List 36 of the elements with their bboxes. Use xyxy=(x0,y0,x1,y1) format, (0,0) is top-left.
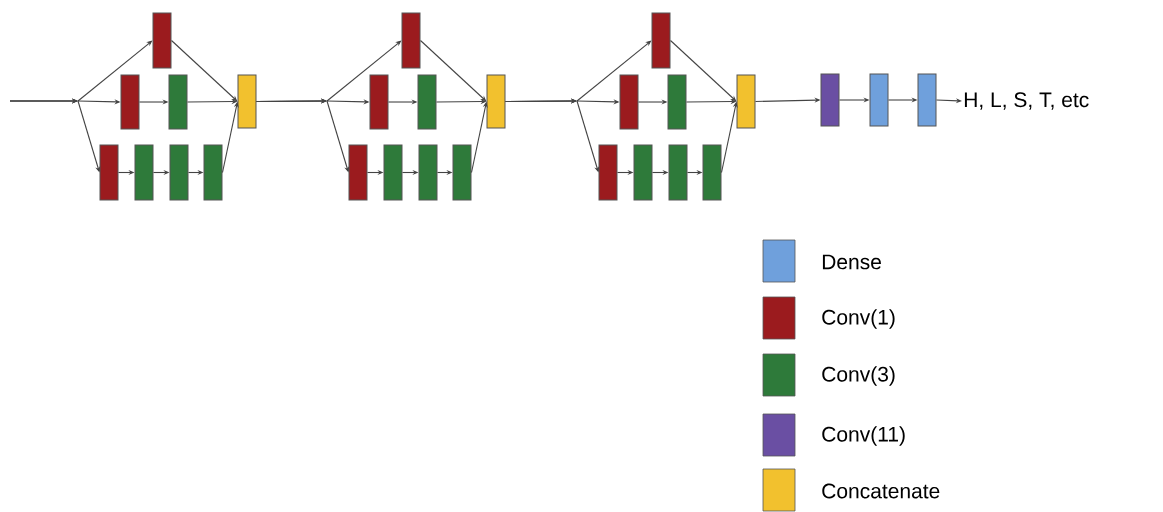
layer-box xyxy=(417,74,437,130)
layer-box xyxy=(348,144,368,201)
layer-box xyxy=(917,73,937,127)
arrow xyxy=(669,39,737,102)
layer-box xyxy=(169,144,189,201)
layer-box xyxy=(667,74,687,130)
layer-box xyxy=(619,74,639,130)
layer-box xyxy=(99,144,119,201)
layer-box xyxy=(736,74,756,129)
layer-box xyxy=(369,74,389,130)
layer-box xyxy=(702,144,722,201)
legend-label: Concatenate xyxy=(822,483,940,499)
layer-box xyxy=(668,144,688,201)
layer-box xyxy=(651,12,671,69)
arrow xyxy=(170,39,238,102)
layer-box xyxy=(134,144,154,201)
layer-box xyxy=(486,74,506,129)
legend-label: Dense xyxy=(822,254,881,270)
layer-box xyxy=(401,12,421,69)
layer-box xyxy=(203,144,223,201)
legend-label: Conv(11) xyxy=(822,426,905,446)
output-label: H, L, S, T, etc xyxy=(964,92,1089,110)
layer-box xyxy=(120,74,140,130)
layer-box xyxy=(598,144,618,201)
layer-box xyxy=(168,74,188,130)
layer-box xyxy=(820,73,840,127)
layer-box xyxy=(152,12,172,69)
layer-box xyxy=(237,74,257,129)
arrow xyxy=(419,39,487,102)
layer-box xyxy=(633,144,653,201)
legend-label: Conv(1) xyxy=(822,309,895,329)
layer-box xyxy=(869,73,889,127)
legend-label: Conv(3) xyxy=(822,366,895,386)
layer-box xyxy=(383,144,403,201)
layer-box xyxy=(452,144,472,201)
layer-box xyxy=(418,144,438,201)
